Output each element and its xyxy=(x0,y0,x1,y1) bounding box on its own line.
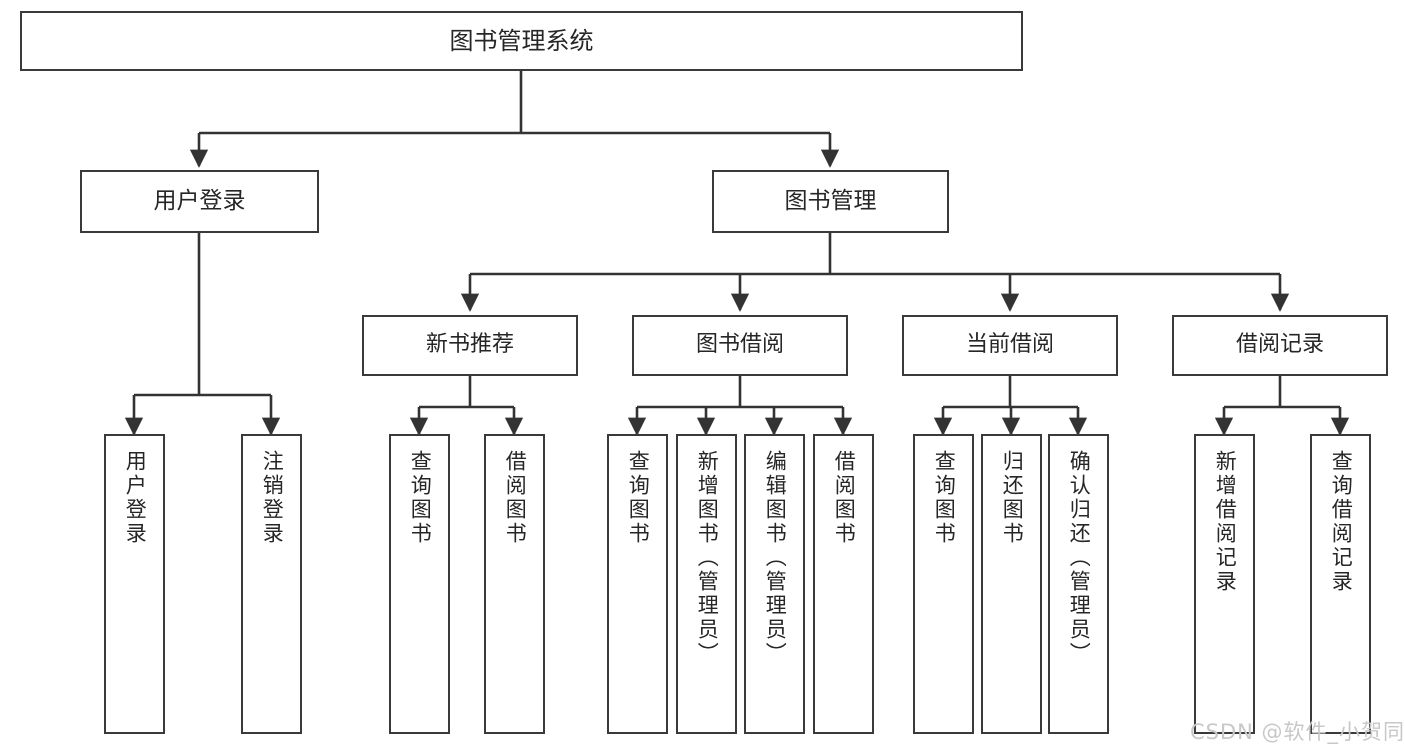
leaf-label: 查询图书 xyxy=(408,450,433,546)
leaf-label: 编辑图书（管理员） xyxy=(763,450,788,666)
node-new-book-rec-label: 新书推荐 xyxy=(425,332,514,358)
node-leaf-borrow-book-2[interactable]: 借阅图书 xyxy=(813,434,874,734)
node-book-borrow[interactable]: 图书借阅 xyxy=(632,315,848,376)
node-leaf-return-book[interactable]: 归还图书 xyxy=(981,434,1042,734)
node-leaf-query-book-3[interactable]: 查询图书 xyxy=(913,434,974,734)
leaf-label: 注销登录 xyxy=(260,450,285,546)
node-user-login[interactable]: 用户登录 xyxy=(80,170,319,233)
leaf-label: 查询借阅记录 xyxy=(1329,450,1354,594)
leaf-label: 归还图书 xyxy=(1000,450,1025,546)
node-leaf-add-book[interactable]: 新增图书（管理员） xyxy=(676,434,737,734)
node-root[interactable]: 图书管理系统 xyxy=(20,11,1023,71)
node-current-borrow[interactable]: 当前借阅 xyxy=(902,315,1118,376)
node-book-borrow-label: 图书借阅 xyxy=(695,332,784,358)
node-leaf-edit-book[interactable]: 编辑图书（管理员） xyxy=(744,434,805,734)
node-leaf-add-record[interactable]: 新增借阅记录 xyxy=(1194,434,1255,734)
node-leaf-query-book-2[interactable]: 查询图书 xyxy=(607,434,668,734)
node-leaf-query-book-1[interactable]: 查询图书 xyxy=(389,434,450,734)
leaf-label: 借阅图书 xyxy=(503,450,528,546)
node-book-manage-label: 图书管理 xyxy=(784,187,877,214)
leaf-label: 查询图书 xyxy=(932,450,957,546)
node-borrow-record[interactable]: 借阅记录 xyxy=(1172,315,1388,376)
node-root-label: 图书管理系统 xyxy=(449,26,594,55)
node-leaf-logout[interactable]: 注销登录 xyxy=(241,434,302,734)
node-leaf-query-record[interactable]: 查询借阅记录 xyxy=(1310,434,1371,734)
leaf-label: 借阅图书 xyxy=(832,450,857,546)
node-current-borrow-label: 当前借阅 xyxy=(965,332,1054,358)
watermark: CSDN @软件_小贺同学 xyxy=(1190,720,1405,744)
leaf-label: 新增图书（管理员） xyxy=(695,450,720,666)
node-leaf-confirm-return[interactable]: 确认归还（管理员） xyxy=(1048,434,1109,734)
leaf-label: 用户登录 xyxy=(123,450,148,546)
leaf-label: 新增借阅记录 xyxy=(1213,450,1238,594)
node-book-manage[interactable]: 图书管理 xyxy=(712,170,949,233)
node-borrow-record-label: 借阅记录 xyxy=(1235,332,1324,358)
node-leaf-user-login[interactable]: 用户登录 xyxy=(104,434,165,734)
node-user-login-label: 用户登录 xyxy=(153,187,246,214)
node-new-book-rec[interactable]: 新书推荐 xyxy=(362,315,578,376)
leaf-label: 查询图书 xyxy=(626,450,651,546)
leaf-label: 确认归还（管理员） xyxy=(1067,450,1092,666)
node-leaf-borrow-book-1[interactable]: 借阅图书 xyxy=(484,434,545,734)
